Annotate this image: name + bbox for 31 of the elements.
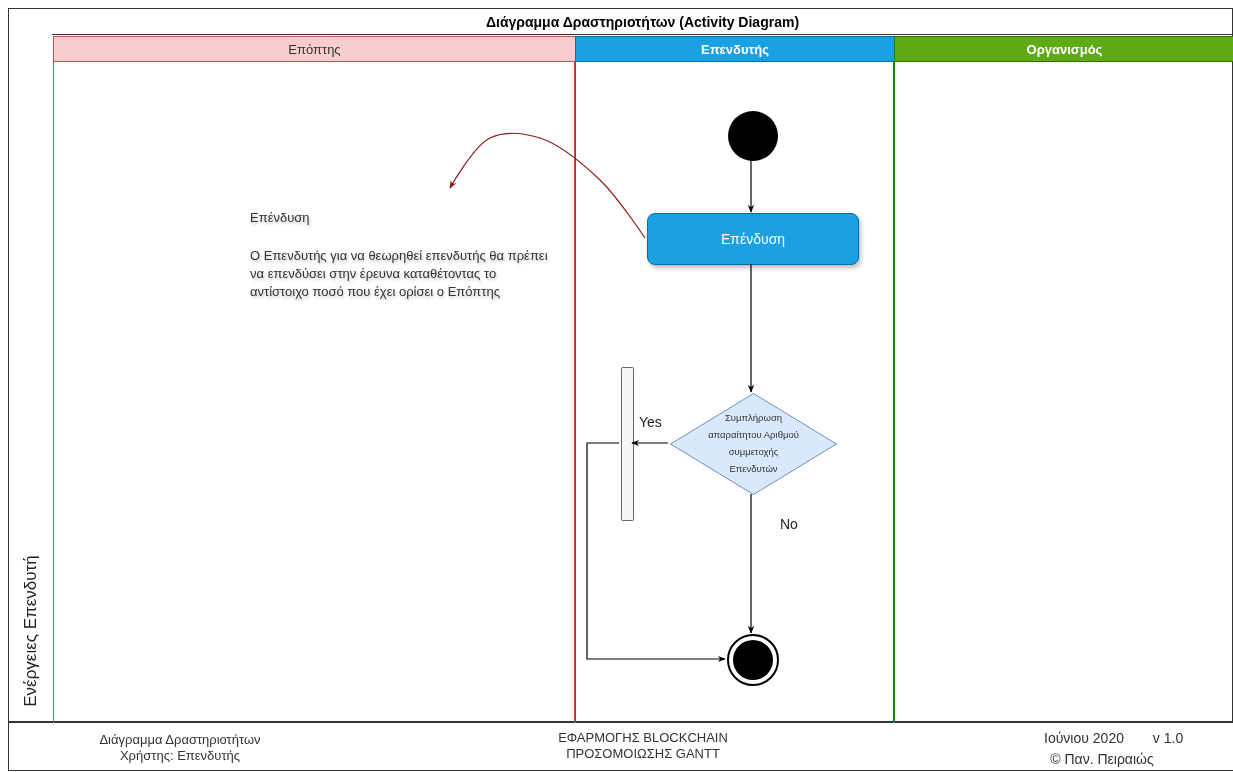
swimlane bbox=[894, 36, 1233, 723]
lane-header: Επόπτης bbox=[53, 36, 576, 62]
end-node-circle bbox=[727, 634, 779, 686]
swimlane-pool bbox=[8, 8, 1233, 722]
action-label: Επένδυση bbox=[720, 231, 786, 247]
decision-diamond bbox=[670, 393, 837, 495]
footer-text: Ιούνιου 2020 bbox=[1044, 730, 1124, 746]
fork-bar bbox=[621, 367, 634, 521]
start-node-circle bbox=[728, 111, 778, 161]
swimlane bbox=[53, 36, 575, 723]
decision-label: Συμπλήρωση απαραίτητου Αριθμού συμμετοχής Επενδυτών bbox=[707, 411, 800, 476]
arrow bbox=[586, 442, 726, 663]
pool-label: Ενέργειες Επενδυτή bbox=[21, 555, 41, 707]
footer-text: Διάγραμμα Δραστηριοτήτων bbox=[99, 732, 261, 747]
arrow bbox=[747, 263, 755, 393]
diagram-title: Διάγραμμα Δραστηριοτήτων (Activity Diagram) bbox=[52, 10, 1233, 35]
footer-text: v 1.0 bbox=[1152, 730, 1184, 746]
arrow bbox=[747, 159, 755, 213]
arrow bbox=[747, 493, 755, 634]
footer-text: Χρήστης: Επενδυτής bbox=[119, 748, 241, 763]
arrow bbox=[631, 439, 669, 447]
footer-text: ΕΦΑΡΜΟΓΗΣ BLOCKCHAIN bbox=[558, 730, 728, 745]
footer-text: © Παν. Πειραιώς bbox=[1050, 751, 1154, 767]
note-heading: Επένδυση bbox=[250, 209, 311, 227]
footer-text: ΠΡΟΣΟΜΟΙΩΣΗΣ GANTT bbox=[566, 746, 720, 761]
lane-header: Επενδυτής bbox=[575, 36, 895, 62]
lane-header: Οργανισμός bbox=[894, 36, 1233, 62]
action-box bbox=[647, 213, 859, 265]
curved-arrow bbox=[449, 132, 646, 239]
note-body: Ο Επενδυτής για να θεωρηθεί επενδυτής θα πρέπει να επενδύσει στην έρευνα καταθέτοντας το αντίστοιχο ποσό που έχει ορίσει ο Επόπτης bbox=[250, 247, 549, 301]
swimlane bbox=[575, 36, 894, 723]
